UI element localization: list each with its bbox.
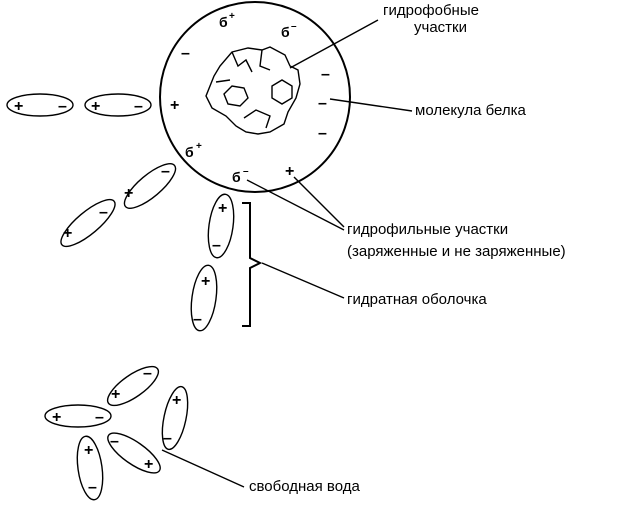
water-dipole [207, 193, 235, 259]
leader-hydration [261, 262, 345, 299]
delta-top-left-plus: + [229, 11, 235, 22]
protein-molecule-circle [159, 1, 351, 193]
dipole-plus: + [111, 386, 120, 403]
delta-bottom: б [232, 169, 241, 185]
dipole-plus: + [172, 392, 181, 409]
svg-text:+: + [14, 98, 23, 115]
leader-hydrophilic-1 [246, 179, 345, 231]
dipole-plus: + [63, 225, 72, 242]
charge-minus-3: – [318, 95, 327, 112]
svg-text:–: – [134, 98, 143, 115]
delta-bottom-left: б [185, 144, 194, 160]
delta-bottom-left-plus: + [196, 141, 202, 152]
svg-text:+: + [91, 98, 100, 115]
charge-plus-2: + [285, 163, 294, 180]
dipole-plus: + [84, 442, 93, 459]
delta-top-right-minus: – [291, 21, 297, 32]
svg-text:–: – [58, 98, 67, 115]
dipole-minus: – [110, 433, 119, 450]
water-dipole [190, 264, 218, 332]
dipole-minus: – [161, 163, 170, 180]
dipole-minus: – [193, 311, 202, 328]
charge-minus-2: – [321, 66, 330, 83]
svg-text:+: + [52, 409, 61, 426]
leader-hydrophilic-2 [293, 176, 345, 228]
hydrophobic-core-shape [205, 46, 301, 135]
hydration-shell-bracket [242, 202, 263, 327]
water-dipole [60, 198, 116, 248]
water-dipole: + – [6, 93, 74, 117]
label-free-water: свободная вода [249, 478, 360, 495]
water-dipole: + – [44, 404, 112, 428]
delta-top-right: б [281, 24, 290, 40]
leader-free-water [161, 449, 245, 488]
water-dipole [123, 163, 177, 209]
dipole-plus: + [144, 456, 153, 473]
label-hydrophilic-2: (заряженные и не заряженные) [347, 243, 566, 260]
label-protein-molecule: молекула белка [415, 102, 526, 119]
delta-top-left: б [219, 14, 228, 30]
dipole-minus: – [143, 365, 152, 382]
leader-protein [329, 98, 413, 112]
charge-minus-4: – [318, 125, 327, 142]
dipole-plus: + [218, 200, 227, 217]
label-hydration-shell: гидратная оболочка [347, 291, 487, 308]
water-dipole [107, 432, 161, 474]
dipole-minus: – [99, 204, 108, 221]
delta-bottom-minus: – [243, 166, 249, 177]
label-hydrophobic-1: гидрофобные [383, 2, 479, 19]
water-dipole: + – [84, 93, 152, 117]
label-hydrophobic-2: участки [414, 19, 467, 36]
water-dipole [106, 365, 160, 407]
charge-minus-1: – [181, 45, 190, 62]
dipole-plus: + [201, 273, 210, 290]
dipole-plus: + [124, 185, 133, 202]
label-hydrophilic-1: гидрофильные участки [347, 221, 508, 238]
water-dipole [161, 385, 189, 451]
charge-plus-1: + [170, 97, 179, 114]
water-dipole [76, 435, 104, 501]
dipole-minus: – [212, 237, 221, 254]
leader-hydrophobic [289, 19, 379, 69]
svg-text:–: – [95, 409, 104, 426]
dipole-minus: – [88, 479, 97, 496]
dipole-minus: – [163, 430, 172, 447]
